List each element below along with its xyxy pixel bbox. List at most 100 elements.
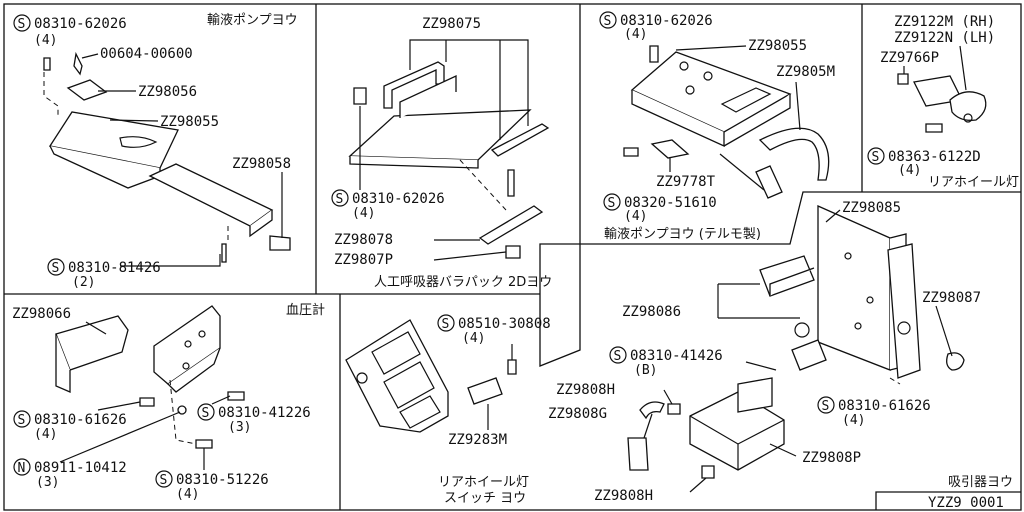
part-label: ZZ9808P	[802, 450, 861, 466]
part-label: 08363-6122D	[888, 149, 981, 165]
part-label: ZZ9122N (LH)	[894, 30, 995, 46]
marker-s: S	[18, 413, 26, 428]
panel-title: リアホイール灯	[438, 475, 529, 490]
part-label: 00604-00600	[100, 46, 193, 62]
screw-symbol: S	[197, 403, 215, 421]
part-label: ZZ98058	[232, 156, 291, 172]
ventilator-bracket-drawing	[348, 61, 550, 259]
screw-symbol: S	[13, 410, 31, 428]
leader-line	[719, 153, 765, 191]
panel-title: スイッチ ヨウ	[444, 491, 526, 506]
part-label: ZZ98056	[138, 84, 197, 100]
part-label: 08310-62026	[352, 191, 445, 207]
leader-line	[663, 389, 673, 405]
leader-line	[81, 53, 99, 59]
qty-label: (4)	[34, 427, 57, 442]
leader-line	[85, 321, 107, 335]
mounting-plate-drawing	[43, 51, 291, 263]
panel-blood-pressure: 血圧計 ZZ98066 S 08310-61626 (4) S 08310-41…	[12, 302, 325, 502]
part-label: ZZ9766P	[880, 50, 939, 66]
leader-line	[769, 443, 797, 457]
qty-label: (4)	[462, 331, 485, 346]
qty-label: (4)	[898, 163, 921, 178]
leader-line	[795, 81, 801, 131]
leader-line	[675, 45, 747, 51]
screw-symbol: S	[47, 258, 65, 276]
part-label: ZZ9808G	[548, 406, 607, 422]
part-label: ZZ9283M	[448, 432, 507, 448]
suction-bracket-drawing	[627, 204, 965, 479]
qty-label: (4)	[176, 487, 199, 502]
leader-line	[689, 477, 707, 493]
leader-line	[643, 413, 653, 439]
screw-symbol: S	[331, 189, 349, 207]
part-label: 08310-41426	[630, 348, 723, 364]
part-label: ZZ9807P	[334, 252, 393, 268]
panel-title: 輸液ポンプヨウ	[207, 13, 298, 28]
part-label: 08310-61626	[34, 412, 127, 428]
console-drawing	[345, 319, 517, 433]
part-label: 08310-81426	[68, 260, 161, 276]
qty-label: (4)	[34, 33, 57, 48]
leader-line	[120, 254, 221, 267]
part-label: 08310-62026	[620, 13, 713, 29]
part-label: ZZ9122M (RH)	[894, 14, 995, 30]
qty-label: (4)	[624, 27, 647, 42]
guide-line	[169, 379, 197, 445]
qty-label: (3)	[228, 420, 251, 435]
marker-s: S	[52, 261, 60, 276]
part-label: ZZ9808H	[594, 488, 653, 504]
part-label: ZZ98086	[622, 304, 681, 320]
panel-title: 輸液ポンプヨウ (テルモ製)	[604, 227, 761, 242]
leader-line	[211, 395, 231, 405]
pump-bracket-drawing	[623, 45, 830, 199]
part-label: 08510-30808	[458, 316, 551, 332]
part-label: 08310-61626	[838, 398, 931, 414]
part-label: ZZ98055	[160, 114, 219, 130]
marker-s: S	[608, 196, 616, 211]
panel-title: 血圧計	[286, 302, 325, 318]
marker-s: S	[822, 399, 830, 414]
marker-s: S	[202, 406, 210, 421]
panel-title: 人工呼吸器バラパック 2Dヨウ	[374, 275, 552, 290]
screw-symbol: S	[437, 314, 455, 332]
part-label: ZZ98078	[334, 232, 393, 248]
leader-line	[109, 119, 159, 122]
panel-switch: S 08510-30808 (4) ZZ9283M リアホイール灯 スイッチ ヨ…	[345, 314, 551, 506]
qty-label: (4)	[842, 413, 865, 428]
panel-frames	[3, 3, 1022, 511]
marker-s: S	[614, 349, 622, 364]
qty-label: (B)	[634, 363, 657, 378]
part-label: 08310-41226	[218, 405, 311, 421]
guide-line	[459, 159, 507, 211]
screw-symbol: S	[609, 346, 627, 364]
screw-symbol: S	[599, 11, 617, 29]
screw-symbol: S	[817, 396, 835, 414]
part-label: ZZ9778T	[656, 174, 716, 190]
part-label: ZZ98085	[842, 200, 901, 216]
qty-label: (2)	[72, 275, 95, 290]
lamp-drawing	[897, 73, 987, 133]
panel-rear-wheel-lamp: ZZ9122M (RH) ZZ9122N (LH) ZZ9766P S 0836…	[867, 14, 1019, 190]
guide-line	[43, 72, 59, 116]
screw-symbol: S	[13, 14, 31, 32]
screw-symbol: S	[867, 147, 885, 165]
leader-line	[935, 305, 953, 357]
leader-line	[59, 411, 181, 463]
marker-s: S	[336, 192, 344, 207]
panel-title: 吸引器ヨウ	[948, 475, 1013, 490]
panel-title: リアホイール灯	[928, 175, 1019, 190]
part-label: 08310-51226	[176, 472, 269, 488]
part-label: 08310-62026	[34, 16, 127, 32]
part-label: 08320-51610	[624, 195, 717, 211]
marker-s: S	[160, 473, 168, 488]
marker-s: S	[604, 14, 612, 29]
qty-label: (3)	[36, 475, 59, 490]
marker-s: S	[442, 317, 450, 332]
qty-label: (4)	[624, 209, 647, 224]
screw-symbol: S	[603, 193, 621, 211]
panel-infusion-pump: 輸液ポンプヨウ S 08310-62026 (4) 00604-00600 ZZ…	[13, 13, 298, 290]
qty-label: (4)	[352, 206, 375, 221]
nut-symbol: N	[13, 458, 31, 476]
